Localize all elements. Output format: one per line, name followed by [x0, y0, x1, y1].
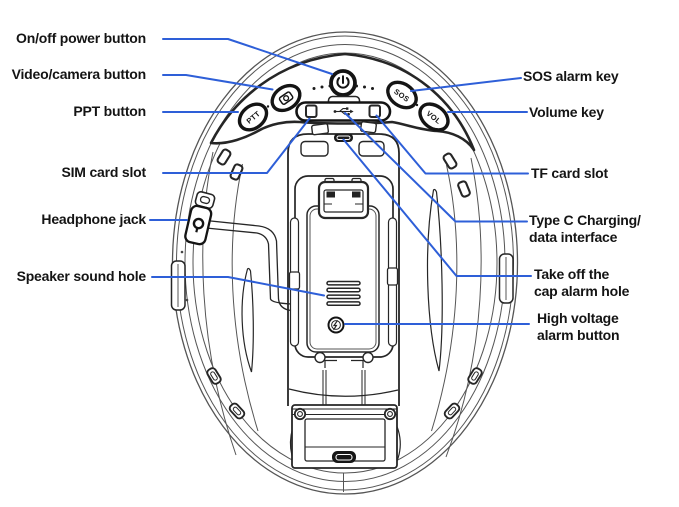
label-sos-alarm-key: SOS alarm key	[523, 68, 619, 84]
leader-lines	[149, 38, 532, 325]
headphone-jack	[184, 204, 213, 246]
right-rail-tab	[386, 267, 399, 286]
left-rail-tab	[288, 271, 301, 290]
label-ppt-button: PPT button	[73, 103, 146, 119]
indicator-dots	[266, 84, 419, 108]
right-crescent-spring	[426, 188, 443, 372]
module-lower-brackets	[288, 351, 399, 405]
camera-module-box	[317, 177, 370, 220]
top-module-fittings	[300, 121, 385, 157]
label-type-c-charging: Type C Charging/ data interface	[529, 212, 641, 245]
tf-card-slot	[368, 104, 381, 118]
label-high-voltage-alarm: High voltage alarm button	[537, 310, 620, 343]
left-screw	[293, 407, 307, 421]
sos-button: SOS	[386, 80, 418, 110]
sim-card-slot	[305, 104, 318, 118]
leader-sos	[410, 77, 522, 92]
battery-panel	[306, 205, 380, 353]
rim-rivet	[185, 298, 189, 302]
label-tf-card-slot: TF card slot	[531, 165, 608, 181]
power-icon	[336, 75, 350, 89]
leader-typec	[344, 112, 528, 223]
central-module	[287, 133, 400, 406]
label-video-camera-button: Video/camera button	[11, 66, 147, 82]
label-on-off-power-button: On/off power button	[16, 30, 146, 46]
label-headphone-jack: Headphone jack	[41, 211, 146, 227]
card-slot-pill	[295, 95, 392, 122]
camera-icon	[278, 91, 294, 105]
volume-button: VOL	[418, 102, 450, 132]
inner-liner-arcs	[202, 151, 482, 458]
leader-cap-alarm	[342, 138, 532, 277]
rim-rivet	[180, 250, 184, 254]
leader-tf	[375, 114, 529, 175]
label-sim-card-slot: SIM card slot	[61, 164, 146, 180]
label-speaker-sound-hole: Speaker sound hole	[16, 268, 147, 284]
usb-icon	[333, 107, 354, 116]
leader-video	[162, 74, 274, 91]
video-camera-button	[270, 83, 302, 113]
power-button	[329, 69, 357, 97]
right-screw	[383, 407, 397, 421]
rim-clips	[170, 148, 514, 420]
ptt-button: PTT	[237, 102, 269, 132]
speaker-sound-holes	[326, 280, 361, 307]
label-volume-key: Volume key	[529, 104, 604, 120]
headset-icon	[192, 217, 205, 230]
leader-sim	[162, 117, 311, 174]
leader-power	[162, 38, 333, 75]
leader-speaker	[151, 276, 325, 297]
left-crescent-spring	[241, 267, 254, 373]
label-take-off-cap-alarm: Take off the cap alarm hole	[534, 266, 630, 299]
high-voltage-alarm-button	[327, 316, 345, 334]
bottom-compartment	[289, 404, 401, 469]
